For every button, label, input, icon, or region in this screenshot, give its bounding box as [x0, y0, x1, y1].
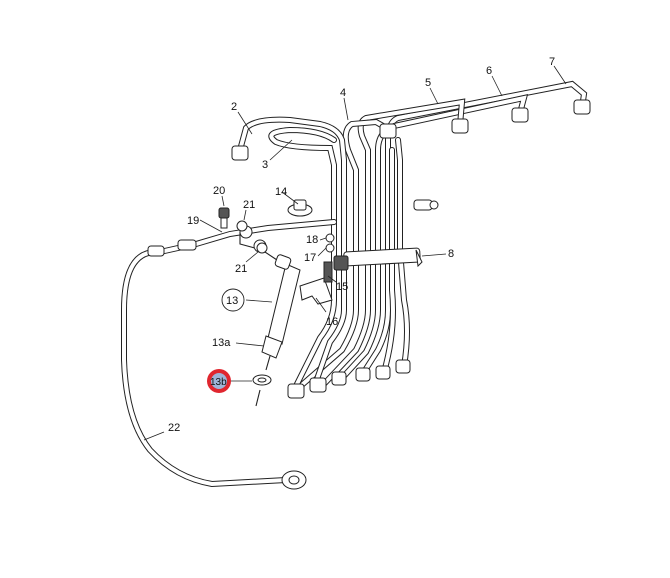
highlight-fill: [211, 373, 227, 389]
label-21-upper: 21: [243, 199, 255, 211]
label-6: 6: [486, 65, 492, 77]
return-hose: [121, 245, 307, 490]
pipe-nut-bottom-6: [395, 359, 411, 374]
label-20: 20: [213, 185, 225, 197]
pipe-nut-2: [231, 145, 249, 161]
label-13a: 13a: [212, 337, 231, 349]
injector-clamp: [299, 233, 335, 305]
label-14: 14: [275, 186, 287, 198]
pipe-nut-bottom-4: [355, 367, 371, 382]
pipe-nut-bottom-5: [375, 365, 391, 380]
pipe-nut-5: [451, 118, 469, 134]
label-5: 5: [425, 77, 431, 89]
leak-off-nut: [177, 239, 197, 251]
sealing-cap: [287, 199, 313, 217]
pipe-clamp: [333, 247, 423, 271]
label-19: 19: [187, 215, 199, 227]
label-7: 7: [549, 56, 555, 68]
pipe-nut-bottom-2: [309, 377, 327, 393]
sealing-washer-upper: [236, 220, 248, 232]
label-17: 17: [304, 252, 316, 264]
label-4: 4: [340, 87, 346, 99]
clamp-washer: [325, 233, 335, 243]
label-16: 16: [326, 316, 338, 328]
label-13: 13: [226, 295, 238, 307]
label-15: 15: [336, 281, 348, 293]
label-3: 3: [262, 159, 268, 171]
pipe-nut-bottom-1: [287, 383, 305, 399]
label-21-lower: 21: [235, 263, 247, 275]
injection-pipe-bundle: [231, 80, 591, 399]
fuel-injector: [261, 254, 301, 371]
part-labels: 2 3 4 5 6 7 8 13 13a 13b 14 15 16 17 18 …: [168, 56, 555, 434]
pipe-nut-7: [573, 99, 591, 115]
label-13-circle: [221, 288, 245, 312]
label-2: 2: [231, 101, 237, 113]
leader-lines: [143, 65, 567, 441]
injector-washer: [252, 374, 272, 407]
pipe-nut-4: [379, 123, 397, 139]
banjo-bolt: [218, 207, 230, 229]
clamp-nut: [325, 243, 335, 253]
sealing-washer-lower: [256, 242, 268, 254]
pipe-nut-bottom-3: [331, 371, 347, 386]
pipe-nut-6: [511, 107, 529, 123]
bleed-fitting: [413, 199, 439, 211]
label-13b: 13b: [210, 377, 227, 388]
label-18: 18: [306, 234, 318, 246]
label-22: 22: [168, 422, 180, 434]
label-8: 8: [448, 248, 454, 260]
